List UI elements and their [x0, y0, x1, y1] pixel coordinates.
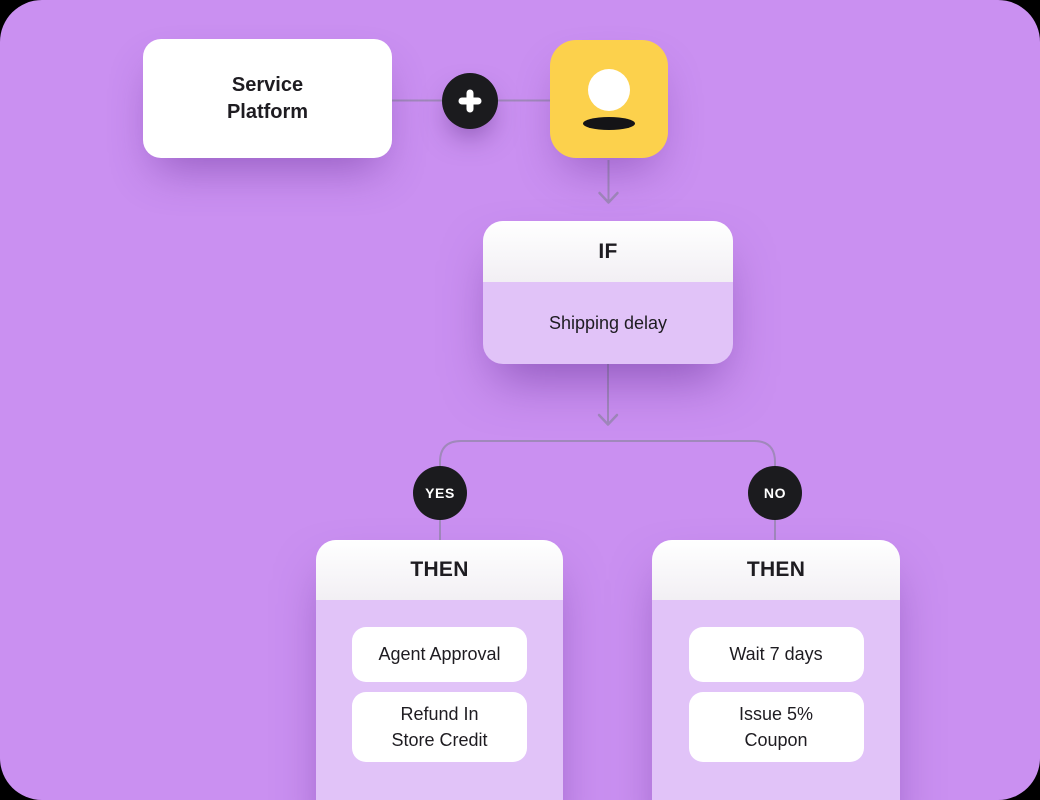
then-card-no-body: Wait 7 days Issue 5% Coupon [652, 600, 900, 763]
branch-yes-badge: YES [413, 466, 467, 520]
branch-no-badge: NO [748, 466, 802, 520]
arrowhead-icon [597, 413, 619, 426]
customer-node[interactable] [550, 40, 668, 158]
then-card-yes[interactable]: THEN Agent Approval Refund In Store Cred… [316, 540, 563, 800]
then-card-yes-body: Agent Approval Refund In Store Credit [316, 600, 563, 763]
add-step-button[interactable] [442, 73, 498, 129]
then-card-no-header: THEN [652, 540, 900, 600]
user-icon-shadow [583, 117, 635, 130]
then-card-no[interactable]: THEN Wait 7 days Issue 5% Coupon [652, 540, 900, 800]
action-chip-agent-approval[interactable]: Agent Approval [352, 627, 527, 682]
action-chip-issue-coupon[interactable]: Issue 5% Coupon [688, 692, 864, 763]
service-platform-label: Service Platform [226, 73, 309, 123]
if-card-header: IF [483, 221, 733, 282]
service-platform-node[interactable]: Service Platform [143, 39, 392, 158]
action-chip-wait-7-days[interactable]: Wait 7 days [688, 627, 864, 682]
action-chip-label: Wait 7 days [729, 644, 823, 665]
action-chip-label: Issue 5% Coupon [738, 704, 814, 751]
plus-icon [466, 89, 474, 113]
action-chip-label: Agent Approval [378, 644, 501, 665]
then-card-yes-header: THEN [316, 540, 563, 600]
arrowhead-icon [598, 191, 619, 204]
if-card-condition[interactable]: Shipping delay [548, 312, 668, 333]
if-card[interactable]: IF Shipping delay [483, 221, 733, 364]
action-chip-refund-store-credit[interactable]: Refund In Store Credit [352, 692, 527, 763]
branch-bracket [439, 440, 776, 542]
action-chip-label: Refund In Store Credit [391, 704, 488, 751]
user-icon [588, 69, 630, 111]
